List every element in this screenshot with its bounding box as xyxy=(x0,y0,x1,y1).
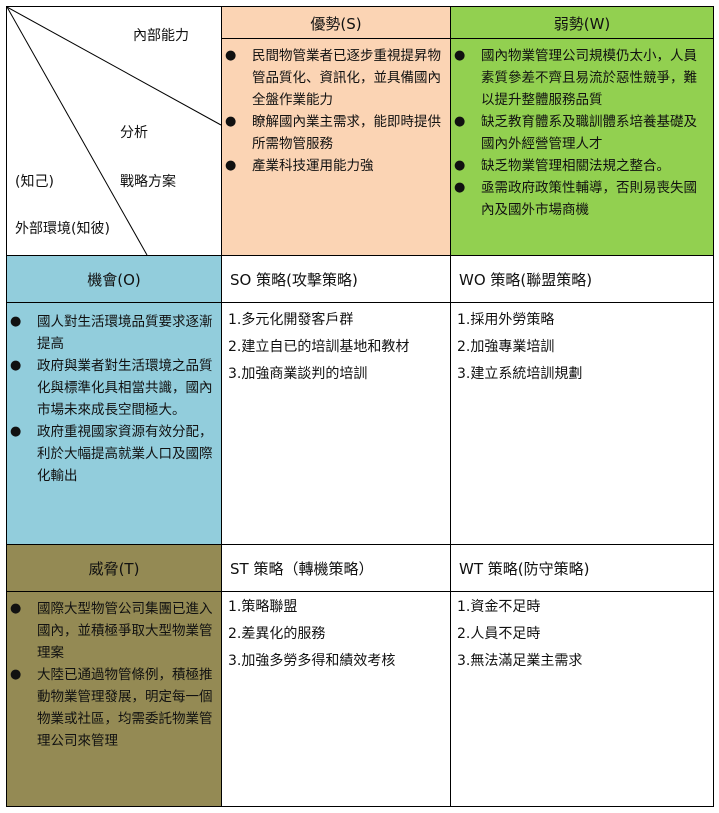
bullet-icon: ● xyxy=(454,180,466,195)
so-strategy-item: 2.建立自已的培訓基地和教材 xyxy=(228,339,410,355)
so-strategy-title: SO 策略(攻擊策略) xyxy=(230,270,358,289)
bullet-icon: ● xyxy=(225,48,237,63)
bullet-icon: ● xyxy=(10,424,22,439)
wt-strategy-header: WT 策略(防守策略) xyxy=(450,544,714,592)
threats-cell: ● 國際大型物管公司集團已進入國內，並積極爭取大型物業管理案 ● 大陸已通過物管條例，… xyxy=(6,591,222,807)
wt-strategy-title: WT 策略(防守策略) xyxy=(459,559,590,578)
threats-list: ● 國際大型物管公司集團已進入國內，並積極爭取大型物業管理案 ● 大陸已通過物管條例，… xyxy=(7,598,213,752)
external-environment-label: 外部環境(知彼) xyxy=(15,221,110,237)
bullet-icon: ● xyxy=(10,601,22,616)
opportunities-item-text: 政府重視國家資源有效分配，利於大幅提高就業人口及國際化輸出 xyxy=(37,424,213,484)
so-strategy-item: 3.加強商業談判的培訓 xyxy=(228,366,368,382)
diagonal-lines xyxy=(7,7,221,255)
wo-strategy-item: 2.加強專業培訓 xyxy=(457,339,555,355)
weaknesses-item: ● 缺乏教育體系及職訓體系培養基礎及國內外經營管理人才 xyxy=(451,111,709,155)
strengths-item: ● 產業科技運用能力強 xyxy=(222,155,446,177)
wo-strategy-item: 3.建立系統培訓規劃 xyxy=(457,366,583,382)
st-strategy-cell: 1.策略聯盟 2.差異化的服務 3.加強多勞多得和績效考核 xyxy=(221,591,451,807)
opportunities-item: ● 政府與業者對生活環境之品質化與標準化具相當共識，國內市場未來成長空間極大。 xyxy=(7,355,213,421)
strengths-item-text: 產業科技運用能力強 xyxy=(252,158,374,174)
wt-strategy-item: 1.資金不足時 xyxy=(457,599,541,615)
bullet-icon: ● xyxy=(454,158,466,173)
threats-header: 威脅(T) xyxy=(6,544,222,592)
wo-strategy-item: 1.採用外勞策略 xyxy=(457,312,555,328)
bullet-icon: ● xyxy=(10,667,22,682)
threats-item: ● 大陸已通過物管條例，積極推動物業管理發展，明定每一個物業或社區，均需委託物業管… xyxy=(7,664,213,752)
so-strategy-cell: 1.多元化開發客戶群 2.建立自已的培訓基地和教材 3.加強商業談判的培訓 xyxy=(221,302,451,545)
strengths-item-text: 民間物管業者已逐步重視提昇物管品質化、資訊化，並具備國內全盤作業能力 xyxy=(252,48,441,108)
st-strategy-item: 2.差異化的服務 xyxy=(228,626,326,642)
weaknesses-header: 弱勢(W) xyxy=(450,6,714,39)
opportunities-header: 機會(O) xyxy=(6,255,222,303)
opportunities-item-text: 政府與業者對生活環境之品質化與標準化具相當共識，國內市場未來成長空間極大。 xyxy=(37,358,213,418)
know-self-label: (知己) xyxy=(15,174,54,190)
strengths-item-text: 瞭解國內業主需求，能即時提供所需物管服務 xyxy=(252,114,441,152)
weaknesses-item: ● 亟需政府政策性輔導，否則易喪失國內及國外市場商機 xyxy=(451,177,709,221)
strengths-item: ● 民間物管業者已逐步重視提昇物管品質化、資訊化，並具備國內全盤作業能力 xyxy=(222,45,446,111)
so-strategy-item: 1.多元化開發客戶群 xyxy=(228,312,354,328)
opportunities-item-text: 國人對生活環境品質要求逐漸提高 xyxy=(37,314,213,352)
wo-strategy-cell: 1.採用外勞策略 2.加強專業培訓 3.建立系統培訓規劃 xyxy=(450,302,714,545)
bullet-icon: ● xyxy=(454,114,466,129)
diagonal-line-upper xyxy=(7,7,221,126)
weaknesses-item: ● 國內物業管理公司規模仍太小，人員素質參差不齊且易流於惡性競爭，難以提升整體服務… xyxy=(451,45,709,111)
weaknesses-item: ● 缺乏物業管理相關法規之整合。 xyxy=(451,155,709,177)
wt-strategy-item: 3.無法滿足業主需求 xyxy=(457,653,583,669)
strengths-item: ● 瞭解國內業主需求，能即時提供所需物管服務 xyxy=(222,111,446,155)
opportunities-item: ● 國人對生活環境品質要求逐漸提高 xyxy=(7,311,213,355)
bullet-icon: ● xyxy=(10,314,22,329)
diagonal-line-lower xyxy=(7,7,148,255)
opportunities-title: 機會(O) xyxy=(87,270,141,289)
bullet-icon: ● xyxy=(225,114,237,129)
opportunities-item: ● 政府重視國家資源有效分配，利於大幅提高就業人口及國際化輸出 xyxy=(7,421,213,487)
strengths-title: 優勢(S) xyxy=(310,14,362,33)
threats-title: 威脅(T) xyxy=(88,559,140,578)
strengths-header: 優勢(S) xyxy=(221,6,451,39)
strengths-cell: ● 民間物管業者已逐步重視提昇物管品質化、資訊化，並具備國內全盤作業能力 ● 瞭解國內… xyxy=(221,38,451,256)
st-strategy-list: 1.策略聯盟 2.差異化的服務 3.加強多勞多得和績效考核 xyxy=(222,594,450,675)
wt-strategy-item: 2.人員不足時 xyxy=(457,626,541,642)
weaknesses-item-text: 缺乏物業管理相關法規之整合。 xyxy=(481,158,670,174)
st-strategy-title: ST 策略（轉機策略） xyxy=(230,559,374,578)
so-strategy-header: SO 策略(攻擊策略) xyxy=(221,255,451,303)
internal-capability-label: 內部能力 xyxy=(133,28,189,44)
weaknesses-item-text: 國內物業管理公司規模仍太小，人員素質參差不齊且易流於惡性競爭，難以提升整體服務品… xyxy=(481,48,697,108)
weaknesses-title: 弱勢(W) xyxy=(553,14,611,33)
weaknesses-cell: ● 國內物業管理公司規模仍太小，人員素質參差不齊且易流於惡性競爭，難以提升整體服務… xyxy=(450,38,714,256)
strategy-label: 戰略方案 xyxy=(120,174,176,190)
st-strategy-header: ST 策略（轉機策略） xyxy=(221,544,451,592)
bullet-icon: ● xyxy=(10,358,22,373)
st-strategy-item: 3.加強多勞多得和績效考核 xyxy=(228,653,396,669)
wt-strategy-cell: 1.資金不足時 2.人員不足時 3.無法滿足業主需求 xyxy=(450,591,714,807)
weaknesses-item-text: 亟需政府政策性輔導，否則易喪失國內及國外市場商機 xyxy=(481,180,697,218)
st-strategy-item: 1.策略聯盟 xyxy=(228,599,298,615)
so-strategy-list: 1.多元化開發客戶群 2.建立自已的培訓基地和教材 3.加強商業談判的培訓 xyxy=(222,307,450,388)
opportunities-list: ● 國人對生活環境品質要求逐漸提高 ● 政府與業者對生活環境之品質化與標準化具相當共識… xyxy=(7,311,213,487)
threats-item-text: 大陸已通過物管條例，積極推動物業管理發展，明定每一個物業或社區，均需委託物業管理… xyxy=(37,667,213,749)
wo-strategy-list: 1.採用外勞策略 2.加強專業培訓 3.建立系統培訓規劃 xyxy=(451,307,713,388)
wo-strategy-header: WO 策略(聯盟策略) xyxy=(450,255,714,303)
weaknesses-list: ● 國內物業管理公司規模仍太小，人員素質參差不齊且易流於惡性競爭，難以提升整體服務… xyxy=(451,45,709,221)
bullet-icon: ● xyxy=(225,158,237,173)
threats-item: ● 國際大型物管公司集團已進入國內，並積極爭取大型物業管理案 xyxy=(7,598,213,664)
threats-item-text: 國際大型物管公司集團已進入國內，並積極爭取大型物業管理案 xyxy=(37,601,213,661)
weaknesses-item-text: 缺乏教育體系及職訓體系培養基礎及國內外經營管理人才 xyxy=(481,114,697,152)
opportunities-cell: ● 國人對生活環境品質要求逐漸提高 ● 政府與業者對生活環境之品質化與標準化具相當共識… xyxy=(6,302,222,545)
strengths-list: ● 民間物管業者已逐步重視提昇物管品質化、資訊化，並具備國內全盤作業能力 ● 瞭解國內… xyxy=(222,45,446,177)
analysis-label: 分析 xyxy=(120,125,148,141)
bullet-icon: ● xyxy=(454,48,466,63)
wt-strategy-list: 1.資金不足時 2.人員不足時 3.無法滿足業主需求 xyxy=(451,594,713,675)
corner-cell: 內部能力 分析 (知己) 戰略方案 外部環境(知彼) xyxy=(6,6,222,256)
wo-strategy-title: WO 策略(聯盟策略) xyxy=(459,270,593,289)
